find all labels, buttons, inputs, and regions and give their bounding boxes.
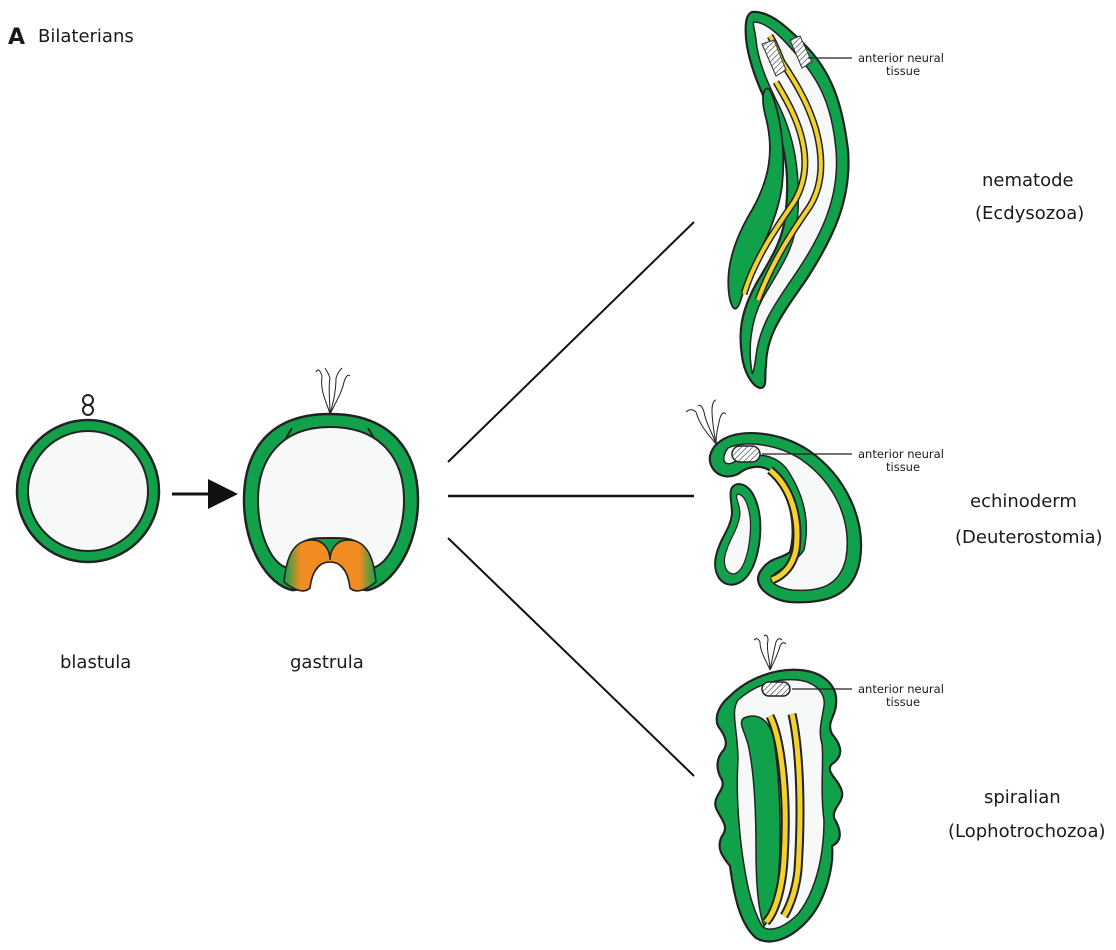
- spiralian-label: spiralian: [984, 787, 1061, 808]
- nematode-label: nematode: [982, 170, 1074, 191]
- spiralian-neural-label-line2: tissue: [886, 695, 920, 709]
- spiralian-neural-tissue: [762, 682, 790, 696]
- gastrula-drawing: [244, 368, 418, 591]
- spiralian-apical-tuft-icon: [754, 635, 786, 670]
- gastrula-label: gastrula: [290, 652, 364, 673]
- nematode-neural-label-line2: tissue: [886, 64, 920, 78]
- apical-tuft-icon: [316, 368, 350, 414]
- blastula-label: blastula: [60, 652, 131, 673]
- polar-bodies-icon: [83, 395, 93, 415]
- blastula-drawing: [17, 395, 159, 562]
- branch-line-spiralian: [448, 538, 694, 776]
- spiralian-clade-label: (Lophotrochozoa): [948, 821, 1106, 842]
- echinoderm-drawing: [686, 400, 861, 602]
- nematode-neural-label-line1: anterior neural: [858, 51, 944, 65]
- panel-title: Bilaterians: [38, 26, 134, 47]
- spiralian-neural-label-line1: anterior neural: [858, 682, 944, 696]
- echinoderm-clade-label: (Deuterostomia): [955, 527, 1103, 548]
- echinoderm-apical-tuft-icon: [686, 400, 726, 444]
- echinoderm-neural-label-line2: tissue: [886, 460, 920, 474]
- spiralian-drawing: [715, 635, 842, 941]
- echinoderm-label: echinoderm: [970, 491, 1077, 512]
- nematode-drawing: [728, 12, 848, 388]
- nematode-clade-label: (Ecdysozoa): [975, 203, 1084, 224]
- echinoderm-neural-tissue: [732, 446, 760, 462]
- branch-line-nematode: [448, 222, 694, 462]
- echinoderm-neural-label-line1: anterior neural: [858, 447, 944, 461]
- panel-letter: A: [8, 25, 25, 50]
